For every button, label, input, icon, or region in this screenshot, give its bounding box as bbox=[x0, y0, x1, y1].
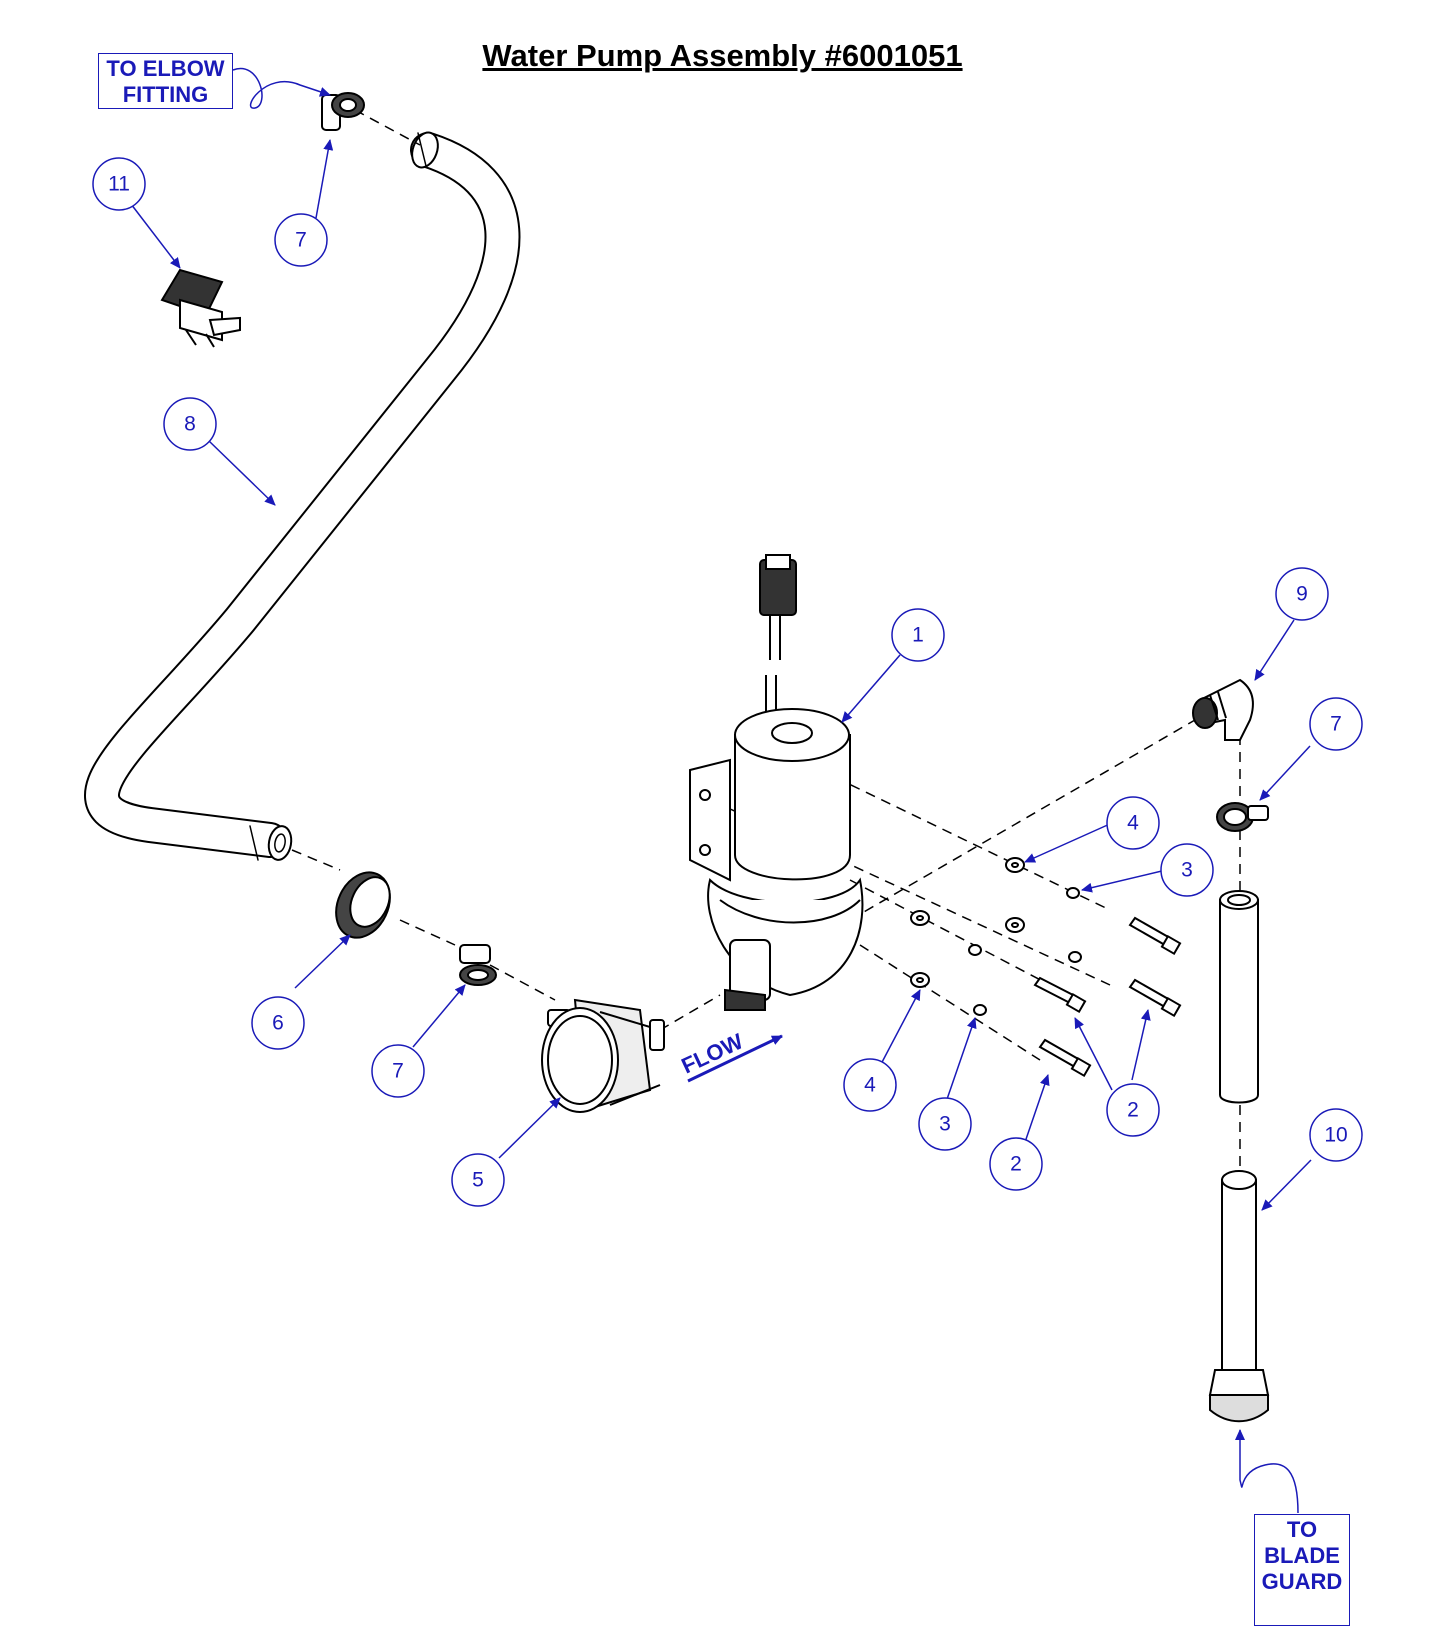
rocker-switch bbox=[160, 268, 241, 348]
tube-upper bbox=[1219, 890, 1259, 1104]
callout-number: 8 bbox=[184, 413, 196, 436]
hose bbox=[84, 131, 521, 861]
callout-number: 2 bbox=[1010, 1153, 1022, 1176]
callout-number: 9 bbox=[1296, 583, 1308, 606]
callout-c7c: 7 bbox=[1309, 697, 1363, 751]
callout-circle bbox=[163, 397, 217, 451]
callout-number: 4 bbox=[864, 1074, 876, 1097]
water-pump bbox=[689, 554, 864, 1011]
callout-number: 7 bbox=[392, 1060, 404, 1083]
callout-c11: 11 bbox=[92, 157, 146, 211]
callout-number: 5 bbox=[472, 1169, 484, 1192]
callout-circle bbox=[1275, 567, 1329, 621]
callout-circle bbox=[451, 1153, 505, 1207]
callout-c1: 1 bbox=[891, 608, 945, 662]
callout-number: 6 bbox=[272, 1012, 284, 1035]
callout-circle bbox=[274, 213, 328, 267]
grommet bbox=[335, 871, 391, 939]
callout-number: 2 bbox=[1127, 1099, 1139, 1122]
note-line: TO bbox=[1286, 1517, 1318, 1542]
callout-circle bbox=[92, 157, 146, 211]
callout-c6: 6 bbox=[251, 996, 305, 1050]
callout-c7a: 7 bbox=[274, 213, 328, 267]
hose-clamp-top bbox=[321, 92, 365, 131]
callout-c4b: 4 bbox=[843, 1058, 897, 1112]
callout-number: 10 bbox=[1324, 1124, 1347, 1147]
callout-circle bbox=[918, 1097, 972, 1151]
to-elbow-fitting-note: TO ELBOW FITTING bbox=[98, 53, 233, 109]
callout-number: 11 bbox=[108, 173, 130, 196]
callout-bubbles: 1 2 2 3 3 4 4 5 6 7 7 7 8 9 10 11 bbox=[92, 157, 1363, 1207]
callout-circle bbox=[1106, 796, 1160, 850]
callout-number: 3 bbox=[1181, 859, 1193, 882]
callout-circle bbox=[891, 608, 945, 662]
callout-c2b: 2 bbox=[1106, 1083, 1160, 1137]
fasteners bbox=[910, 857, 1182, 1078]
callout-number: 7 bbox=[1330, 713, 1342, 736]
callout-c2a: 2 bbox=[989, 1137, 1043, 1191]
to-blade-guard-note: TO BLADE GUARD bbox=[1254, 1514, 1350, 1626]
callout-c8: 8 bbox=[163, 397, 217, 451]
callout-number: 3 bbox=[939, 1113, 951, 1136]
elbow-fitting bbox=[1192, 678, 1254, 741]
page-title: Water Pump Assembly #6001051 bbox=[482, 38, 963, 73]
lock-washer bbox=[1066, 887, 1080, 899]
strainer bbox=[541, 998, 665, 1113]
callout-c3a: 3 bbox=[918, 1097, 972, 1151]
callout-leaders bbox=[130, 67, 1312, 1514]
callout-c3b: 3 bbox=[1160, 843, 1214, 897]
note-line: FITTING bbox=[122, 82, 209, 107]
callout-c5: 5 bbox=[451, 1153, 505, 1207]
callout-number: 7 bbox=[295, 229, 307, 252]
callout-c10: 10 bbox=[1309, 1108, 1363, 1162]
callout-circle bbox=[1309, 697, 1363, 751]
callout-circle bbox=[1106, 1083, 1160, 1137]
callout-c9: 9 bbox=[1275, 567, 1329, 621]
callout-circle bbox=[1309, 1108, 1363, 1162]
callout-number: 1 bbox=[912, 624, 924, 647]
bolt bbox=[1128, 916, 1172, 947]
callout-c7b: 7 bbox=[371, 1044, 425, 1098]
hose-clamp-right bbox=[1216, 802, 1269, 832]
note-line: GUARD bbox=[1261, 1569, 1343, 1594]
callout-c4a: 4 bbox=[1106, 796, 1160, 850]
callout-circle bbox=[843, 1058, 897, 1112]
hose-clamp-left bbox=[459, 944, 497, 986]
note-line: TO ELBOW bbox=[106, 56, 225, 81]
callout-circle bbox=[1160, 843, 1214, 897]
callout-circle bbox=[989, 1137, 1043, 1191]
callout-circle bbox=[251, 996, 305, 1050]
faucet-adapter-tube bbox=[1208, 1170, 1270, 1423]
callout-number: 4 bbox=[1127, 812, 1139, 835]
callout-circle bbox=[371, 1044, 425, 1098]
note-line: BLADE bbox=[1264, 1543, 1340, 1568]
